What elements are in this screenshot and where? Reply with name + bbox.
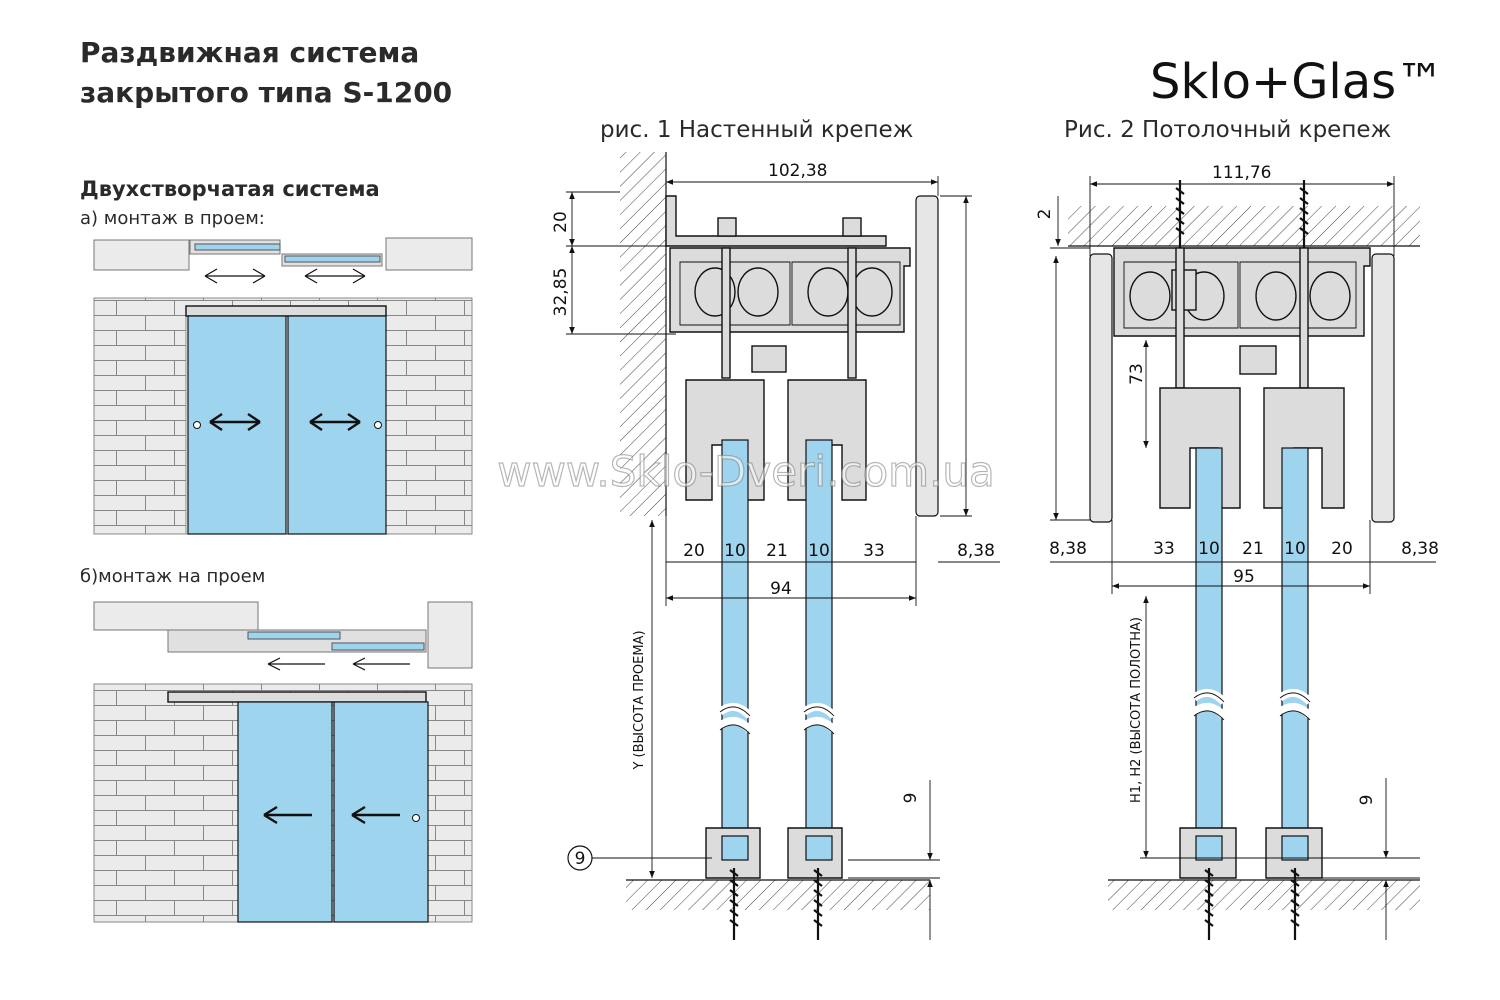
- double-arrow-icon: [309, 413, 361, 431]
- screw-icon: [729, 868, 739, 940]
- slide-arrow-icon: [304, 268, 366, 284]
- track-rail: [185, 305, 387, 317]
- dim-2: 10: [1198, 539, 1220, 559]
- double-arrow-icon: [209, 413, 261, 431]
- dim-leaf-height: H1, H2 (ВЫСОТА ПОЛОТНА): [1129, 617, 1144, 803]
- watermark: www.Sklo-Dveri.com.ua: [497, 447, 995, 496]
- roller-wheel: [1129, 271, 1171, 321]
- dim-side-right: 8,38: [1401, 539, 1439, 559]
- section-title: Двухстворчатая система: [80, 177, 380, 201]
- bolt-icon: [842, 217, 862, 237]
- dim-opening-height: Y (ВЫСОТА ПРОЕМА): [632, 630, 647, 770]
- cover-panel-right: [1371, 253, 1395, 523]
- layout-a-plan-view: [93, 237, 473, 284]
- glass-leaf-1: [721, 439, 749, 861]
- slide-arrow-icon: [352, 657, 410, 671]
- glass-leaf-2: [805, 439, 833, 861]
- glass-leaf-1: [1195, 447, 1223, 861]
- roller-wheel: [807, 267, 849, 317]
- dim-4: 10: [808, 541, 830, 561]
- roller-wheel: [1255, 271, 1297, 321]
- dim-2: 10: [724, 541, 746, 561]
- floor-hatch: [1108, 880, 1420, 910]
- slide-arrow-icon: [267, 657, 325, 671]
- cover-panel-left: [1089, 253, 1113, 523]
- fig1-caption: рис. 1 Настенный крепеж: [600, 117, 913, 143]
- floor-hatch: [626, 880, 930, 910]
- door-leaf-right: [287, 315, 387, 535]
- door-handle-icon: [374, 421, 382, 429]
- dim-top: 20: [551, 211, 571, 233]
- fig2-drawing: 111,76 2 73 8,38 33 10 21 10 20 8,38 95 …: [1035, 163, 1439, 940]
- brand-logo: Sklo+Glas™: [1150, 54, 1444, 110]
- screw-icon: [1204, 868, 1214, 940]
- dim-side: 8,38: [957, 541, 995, 561]
- screw-icon: [1290, 868, 1300, 940]
- dim-bottom: 9: [1357, 795, 1377, 806]
- layout-b-elevation: [93, 683, 473, 923]
- roller-wheel: [1309, 271, 1351, 321]
- roller-wheel: [737, 267, 779, 317]
- layout-a-label: а) монтаж в проем:: [80, 208, 265, 229]
- dim-height: 73: [1127, 363, 1147, 385]
- dim-3: 21: [1242, 539, 1264, 559]
- slide-arrow-icon: [204, 268, 266, 284]
- track-rail: [167, 691, 427, 703]
- door-handle-icon: [412, 814, 420, 822]
- layout-a-elevation: [93, 297, 473, 535]
- arrow-left-icon: [263, 805, 312, 825]
- anchor-bolt-icon: [1175, 180, 1185, 250]
- arrow-left-icon: [351, 805, 400, 825]
- dim-4: 10: [1284, 539, 1306, 559]
- dim-3: 21: [766, 541, 788, 561]
- dim-total: 95: [1233, 567, 1255, 587]
- anchor-bolt-icon: [1299, 180, 1309, 250]
- callout-label: 9: [575, 849, 586, 869]
- title-line-2: закрытого типа S-1200: [80, 76, 452, 109]
- door-handle-icon: [193, 421, 201, 429]
- dim-width-total: 111,76: [1212, 163, 1271, 183]
- dim-1: 33: [1153, 539, 1175, 559]
- door-leaf-left: [187, 315, 287, 535]
- layout-b-label: б)монтаж на проем: [80, 566, 265, 587]
- glass-leaf-2: [1281, 447, 1309, 861]
- dim-height: 32,85: [551, 268, 571, 317]
- dim-5: 33: [863, 541, 885, 561]
- dim-width-total: 102,38: [768, 161, 827, 181]
- fig2-caption: Рис. 2 Потолочный крепеж: [1064, 117, 1391, 143]
- ceiling-hatch: [1068, 206, 1420, 246]
- cover-panel: [915, 195, 939, 517]
- layout-b-plan-view: [93, 601, 473, 671]
- dim-5: 20: [1331, 539, 1353, 559]
- dim-bottom: 9: [901, 793, 921, 804]
- title-line-1: Раздвижная система: [80, 36, 419, 69]
- fig1-drawing: 102,38 20 32,85 20 10 21 10 33 8,38 94 Y…: [551, 152, 1000, 940]
- roller-wheel: [851, 267, 893, 317]
- bolt-icon: [717, 217, 737, 237]
- dim-top: 2: [1035, 209, 1055, 220]
- dim-total: 94: [770, 579, 792, 599]
- screw-icon: [813, 868, 823, 940]
- dim-1: 20: [683, 541, 705, 561]
- dim-side-left: 8,38: [1049, 539, 1087, 559]
- door-leaf-right: [333, 701, 429, 923]
- door-leaf-left: [237, 701, 333, 923]
